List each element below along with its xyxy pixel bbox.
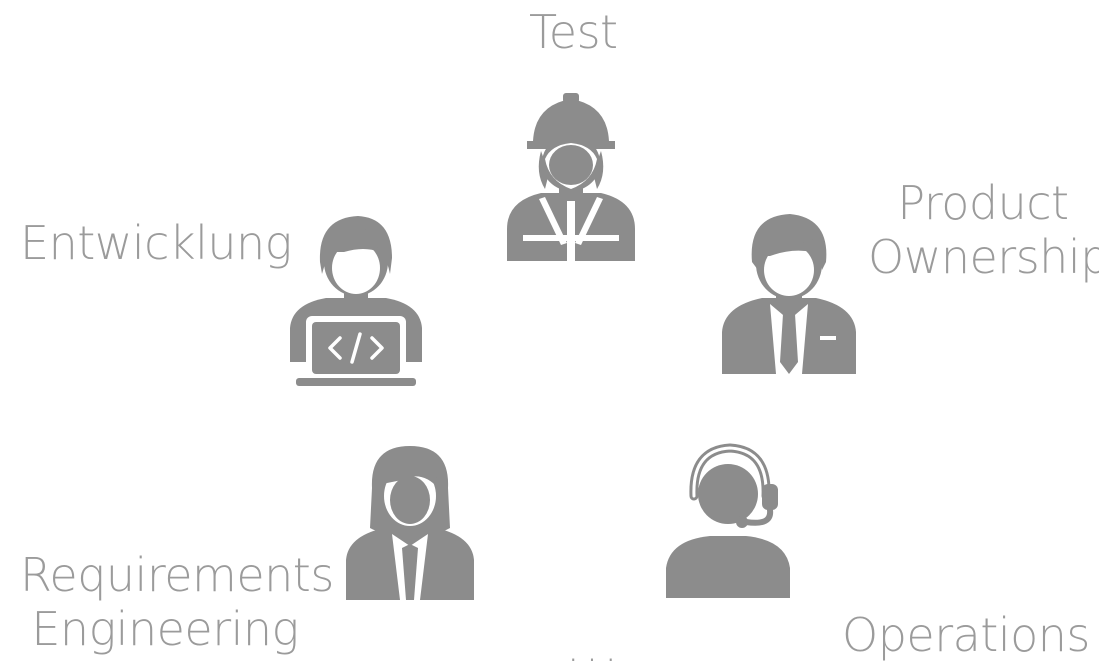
label-requirements-engineering: Requirements Engineering xyxy=(20,548,334,656)
label-development: Entwicklung xyxy=(20,216,292,270)
ellipsis-text: ... xyxy=(566,625,624,671)
label-test: Test xyxy=(529,5,618,59)
developer-laptop-icon xyxy=(290,216,422,386)
businessman-tie-icon xyxy=(722,214,856,374)
businesswoman-icon xyxy=(346,446,474,600)
label-development-text: Entwicklung xyxy=(20,216,292,270)
label-test-text: Test xyxy=(529,5,618,59)
headset-operator-icon xyxy=(666,443,790,598)
construction-worker-icon xyxy=(507,93,635,261)
label-product-ownership: Product Ownership xyxy=(868,176,1099,284)
label-operations: Operations xyxy=(842,608,1090,662)
label-requirements-engineering-line2: Engineering xyxy=(31,602,299,656)
label-product-ownership-line1: Product xyxy=(897,176,1069,230)
label-requirements-engineering-line1: Requirements xyxy=(20,548,334,602)
ellipsis: ... xyxy=(555,628,635,668)
label-operations-text: Operations xyxy=(842,608,1090,662)
label-product-ownership-line2: Ownership xyxy=(868,230,1099,284)
